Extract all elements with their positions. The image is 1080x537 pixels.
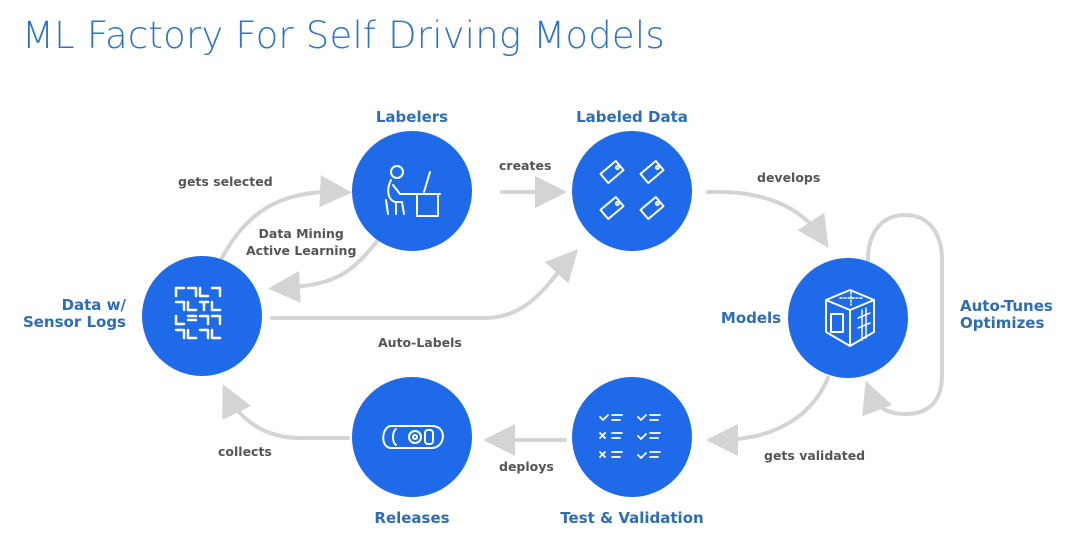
node-label-models: Models — [720, 309, 782, 327]
edge-label-gets-selected: gets selected — [178, 174, 273, 189]
edge-label-data-mining: Data Mining Active Learning — [246, 225, 356, 259]
edge-label-line: Optimizes — [960, 314, 1045, 332]
node-models — [788, 258, 908, 378]
edge-label-develops: develops — [757, 170, 821, 185]
edge-label-line: Auto-Tunes — [960, 297, 1053, 315]
qr-grid-icon — [174, 286, 222, 340]
edge-gets-selected — [220, 175, 352, 260]
car-top-view-icon — [382, 425, 444, 449]
node-label-line: Sensor Logs — [22, 313, 126, 331]
price-tags-icon — [599, 159, 665, 221]
checklist-icon — [599, 414, 661, 459]
edge-gets-validated — [706, 376, 830, 456]
edge-label-deploys: deploys — [499, 459, 554, 474]
edge-label-auto-labels: Auto-Labels — [378, 335, 462, 350]
page-title: ML Factory For Self Driving Models — [22, 14, 665, 57]
edge-label-auto-tunes: Auto-Tunes Optimizes — [960, 298, 1053, 332]
node-label-line: Data w/ — [61, 296, 126, 314]
edge-label-collects: collects — [218, 444, 272, 459]
node-test-validation — [572, 377, 692, 497]
edge-collects — [222, 384, 350, 440]
3d-cube-icon — [825, 289, 875, 347]
node-labelers — [352, 131, 472, 251]
edge-auto-tunes-loop — [862, 212, 944, 417]
edge-label-line: Active Learning — [246, 243, 357, 258]
node-label-releases: Releases — [374, 509, 450, 527]
edge-label-creates: creates — [499, 158, 552, 173]
person-at-desk-icon — [385, 165, 441, 217]
node-label-labelers: Labelers — [375, 108, 449, 126]
edge-develops — [706, 189, 829, 248]
node-label-data-sensor-logs: Data w/ Sensor Logs — [22, 297, 126, 331]
node-label-test-validation: Test & Validation — [560, 509, 704, 527]
edge-data-mining — [268, 238, 380, 303]
edge-label-gets-validated: gets validated — [764, 448, 866, 463]
node-labeled-data — [572, 131, 692, 251]
edge-auto-labels — [270, 249, 579, 320]
node-label-labeled-data: Labeled Data — [576, 108, 688, 126]
edge-label-line: Data Mining — [258, 226, 344, 241]
